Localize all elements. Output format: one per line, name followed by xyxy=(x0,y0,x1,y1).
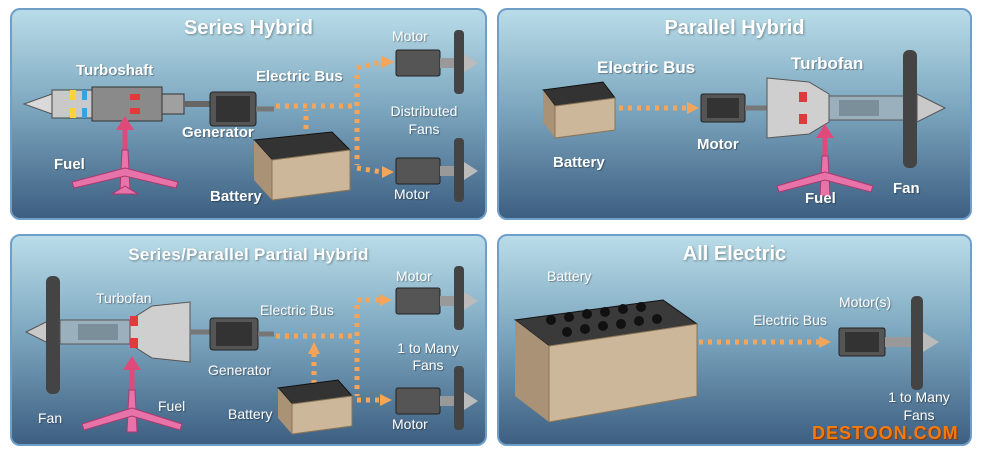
panel-title: Parallel Hybrid xyxy=(664,17,805,39)
panel-parallel-hybrid: Parallel Hybrid xyxy=(497,8,972,220)
turboshaft-engine xyxy=(22,86,214,122)
generator-icon xyxy=(209,91,274,127)
motor-top-label: Motor xyxy=(392,28,428,44)
battery-label: Battery xyxy=(210,188,262,205)
electric-bus-lines xyxy=(276,297,380,403)
generator-label: Generator xyxy=(182,124,254,141)
turbofan-engine xyxy=(24,276,210,394)
battery-icon xyxy=(513,299,699,423)
battery-icon xyxy=(277,379,353,435)
fuel-label: Fuel xyxy=(805,190,836,207)
fan-label: Fan xyxy=(38,410,63,426)
turbofan-engine xyxy=(766,50,947,168)
motor-bottom-label: Motor xyxy=(392,416,428,432)
panel-series-parallel-partial-hybrid: Series/Parallel Partial Hybrid xyxy=(10,234,487,446)
electric-bus-lines xyxy=(276,59,383,175)
motor-top-label: Motor xyxy=(396,268,432,284)
airplane-icon xyxy=(71,149,179,195)
fuel-label: Fuel xyxy=(54,156,85,173)
turbofan-label: Turbofan xyxy=(96,290,152,306)
fans-label: Distributed Fans xyxy=(390,103,458,137)
electric-bus-label: Electric Bus xyxy=(753,312,827,328)
panel-all-electric: All Electric Battery Electric Bus Mot xyxy=(497,234,972,446)
turbofan-label: Turbofan xyxy=(791,54,864,73)
motor-label: Motor(s) xyxy=(839,294,892,310)
battery-label: Battery xyxy=(228,406,273,422)
motor-fan-top xyxy=(395,30,478,94)
generator-label: Generator xyxy=(208,362,272,378)
electric-bus-label: Electric Bus xyxy=(260,302,334,318)
motor-fan-bottom xyxy=(395,138,478,202)
parallel-hybrid-diagram xyxy=(542,50,947,197)
battery-icon xyxy=(542,81,616,139)
electric-bus-label: Electric Bus xyxy=(597,58,696,77)
battery-label: Battery xyxy=(547,268,592,284)
motor-label: Motor xyxy=(697,136,739,153)
fans-label: 1 to Many Fans xyxy=(888,389,950,423)
motor-icon xyxy=(700,93,767,123)
panel-title: Series/Parallel Partial Hybrid xyxy=(128,245,369,264)
panel-series-hybrid: Series Hybrid xyxy=(10,8,487,220)
turboshaft-label: Turboshaft xyxy=(76,62,154,79)
fuel-label: Fuel xyxy=(158,398,186,414)
watermark: DESTOON.COM xyxy=(812,423,959,443)
airplane-icon xyxy=(776,155,874,197)
motor-bottom-label: Motor xyxy=(394,186,430,202)
series-hybrid-diagram xyxy=(22,30,478,202)
motor-fan xyxy=(838,296,939,390)
generator-icon xyxy=(209,317,274,351)
panel-title: All Electric xyxy=(682,243,787,265)
airplane-icon xyxy=(81,389,183,433)
all-electric-diagram xyxy=(513,296,939,423)
fans-label: 1 to Many Fans xyxy=(397,340,459,373)
battery-label: Battery xyxy=(553,154,605,171)
fan-label: Fan xyxy=(893,180,920,197)
motor-fan-top xyxy=(395,266,478,330)
panel-title: Series Hybrid xyxy=(184,17,313,39)
motor-fan-bottom xyxy=(395,366,478,430)
partial-hybrid-diagram xyxy=(24,266,478,435)
electric-bus-label: Electric Bus xyxy=(256,68,343,85)
battery-icon xyxy=(252,131,352,201)
